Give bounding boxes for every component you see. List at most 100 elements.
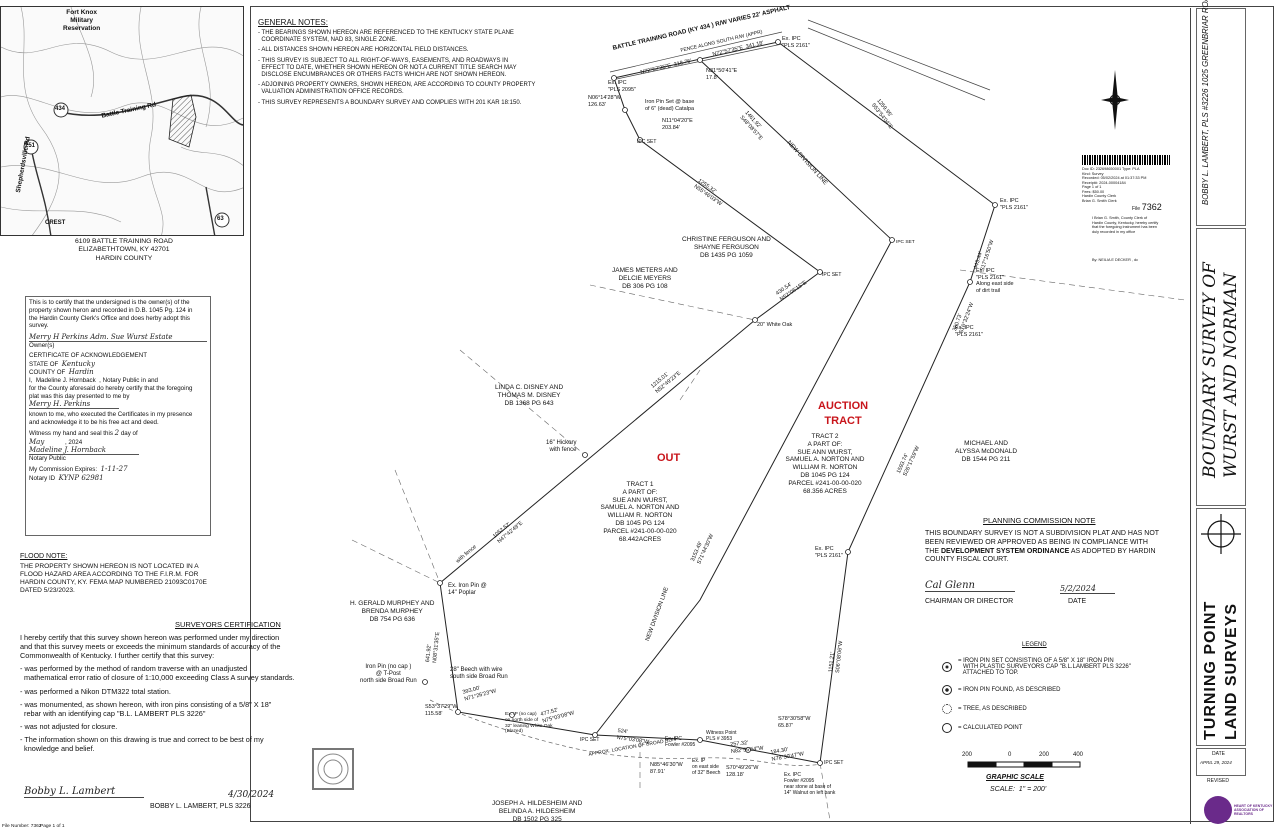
realtor-logo-icon <box>1204 796 1232 824</box>
scale-tick-2: 200 <box>1039 752 1050 758</box>
surveyor-item-5: - The information shown on this drawing … <box>20 734 264 754</box>
recording-stamp: Doc ID: 232698650001 Type: PLA Kind: Sur… <box>1082 155 1170 212</box>
callout-ipc-2161-mid: Ex. IPC "PLS 2161" <box>815 546 844 559</box>
note-5: - THIS SURVEY REPRESENTS A BOUNDARY SURV… <box>258 99 522 106</box>
file-row: File 7362 <box>1132 202 1162 213</box>
date-value: APRIL 29, 2024 <box>1200 760 1232 765</box>
callout-n31: N31°50'41"E 17.8' <box>706 68 738 81</box>
planning-text-1: THIS BOUNDARY SURVEY IS NOT A SUBDIVISIO… <box>925 530 1160 555</box>
crest-label: CREST <box>45 220 66 226</box>
ack-title: CERTIFICATE OF ACKNOWLEDGEMENT <box>29 351 148 359</box>
property-outline <box>168 94 197 148</box>
state-value: Kentucky <box>61 359 95 368</box>
planning-text-2: AS ADOPTED BY HARDIN COUNTY FISCAL COURT… <box>925 547 1156 564</box>
fort-knox-label: Fort Knox Military Reservation <box>63 9 101 32</box>
surveyor-signature: Bobby L. Lambert <box>24 786 144 798</box>
revised-label: REVISED <box>1207 778 1229 784</box>
legend-row-ipf: = IRON PIN FOUND, AS DESCRIBED <box>942 684 1182 695</box>
callout-ipc-dirt: Ex. IPC "PLS 2161" Along east side of di… <box>976 268 1014 294</box>
state-row: STATE OF Kentucky <box>29 360 207 369</box>
adjoiner-murphey: H. GERALD MURPHEY AND BRENDA MURPHEY DB … <box>350 600 435 623</box>
callout-ipc-fowler: Ex. IPC Fowler #2095 <box>665 736 696 748</box>
surveyor-item-4: - was not adjusted for closure. <box>20 721 118 731</box>
scale-tick-1: 0 <box>1008 752 1012 758</box>
notary-signature: Madeline J. Hornback <box>29 446 139 456</box>
planning-text: THIS BOUNDARY SURVEY IS NOT A SUBDIVISIO… <box>925 530 1175 565</box>
title-block <box>1190 8 1247 824</box>
day-value: 2 <box>114 428 120 437</box>
legend-tree-text: = TREE, AS DESCRIBED <box>958 705 1027 712</box>
callout-ipc-2161-top: Ex. IPC "PLS 2161" <box>782 36 811 49</box>
legend-row-ipc: = IRON PIN SET CONSISTING OF A 5/8" X 18… <box>942 658 1182 676</box>
seal-svg <box>317 753 349 785</box>
firm-box <box>1196 508 1246 746</box>
route-63-label: 63 <box>217 216 224 222</box>
stamp-text: Doc ID: 232698650001 Type: PLA Kind: Sur… <box>1082 167 1147 203</box>
scale-title: GRAPHIC SCALE <box>986 774 1044 781</box>
surveyor-item-2: - was performed a Nikon DTM322 total sta… <box>20 686 171 696</box>
callout-iron-catalpa: Iron Pin Set @ base of 6" (dead) Catalpa <box>645 99 695 112</box>
adjoiner-disney: LINDA C. DISNEY AND THOMAS M. DISNEY DB … <box>495 384 564 407</box>
scale-ratio: SCALE: 1" = 200' <box>990 786 1047 793</box>
notary-label: Notary Public <box>29 455 66 463</box>
notary-id-value: KYNP 62981 <box>58 473 104 482</box>
day-of-label: day of <box>120 429 138 437</box>
tract-1-label: TRACT 1 A PART OF: SUE ANN WURST, SAMUEL… <box>600 481 680 543</box>
adjoiner-meyers: JAMES METERS AND DELCIE MEYERS DB 306 PG… <box>612 267 678 290</box>
tract-2-label: TRACT 2 A PART OF: SUE ANN WURST, SAMUEL… <box>785 433 865 495</box>
known-text: known to me, who executed the Certificat… <box>29 411 193 426</box>
callout-ex-ip-oak: Ex. IP (no cap) on north side of 32" lea… <box>505 712 553 735</box>
legend-row-calc: = CALCULATED POINT <box>942 722 1182 733</box>
graphic-scale-bar <box>967 761 1081 768</box>
callout-fowler-2: Ex. IPC Fowler #2095 near stone at base … <box>784 772 836 796</box>
witness-label: Witness my hand and seal this <box>29 429 113 437</box>
callout-ipc-set-3: IPC SET <box>580 737 600 743</box>
date-box <box>1196 748 1246 776</box>
surveyor-name: BOBBY L. LAMBERT, PLS 3226 <box>150 803 251 810</box>
firm-name: TURNING POINT LAND SURVEYS <box>1202 600 1240 740</box>
planning-bold: DEVELOPMENT SYSTEM ORDINANCE <box>940 547 1070 555</box>
clerk-note: I Brian G. Smith, County Clerk of Hardin… <box>1092 216 1159 235</box>
note-3: - THIS SURVEY IS SUBJECT TO ALL RIGHT-OF… <box>258 57 517 78</box>
monuments <box>422 39 998 766</box>
legend-title: LEGEND <box>1022 642 1047 648</box>
iron-pin-found-icon <box>942 684 952 695</box>
legend-ipc-text: = IRON PIN SET CONSISTING OF A 5/8" X 18… <box>958 657 1131 676</box>
calculated-point-icon <box>942 722 952 733</box>
route-251-label: 251 <box>25 143 36 149</box>
route-434-label: 434 <box>55 106 66 112</box>
chair-signature: Cal Glenn <box>925 580 1015 592</box>
surveyor-info-box <box>1196 8 1246 226</box>
commission-value: 1-11-27 <box>100 465 128 473</box>
surveyor-intro: I hereby certify that this survey shown … <box>20 633 281 661</box>
tree-icon <box>942 703 952 714</box>
adjoiner-lines <box>351 269 1186 821</box>
commission-row: My Commission Expires: 1-11-27 <box>29 465 207 474</box>
vicinity-map-svg <box>1 7 243 235</box>
file-label: File <box>1132 206 1141 212</box>
out-label: OUT <box>657 452 681 464</box>
planning-date-label: DATE <box>1068 598 1087 605</box>
presenter-signature: Merry H. Perkins <box>29 400 119 410</box>
crosshair-logo-icon <box>1201 514 1241 554</box>
county-value: Hardin <box>68 368 94 377</box>
callout-ipc-set-5: IPC SET <box>896 240 915 245</box>
planning-date-value: 5/2/2024 <box>1060 584 1115 594</box>
adjoiner-mcdonald: MICHAEL AND ALYSSA McDONALD DB 1544 PG 2… <box>955 440 1018 463</box>
note-1: - THE BEARINGS SHOWN HEREON ARE REFERENC… <box>258 30 514 44</box>
callout-s53: S53°37'29"W 115.58' <box>425 704 458 717</box>
auction-tract-label: AUCTION TRACT <box>818 400 869 428</box>
adjoiner-hildesheim: JOSEPH A. HILDESHEIM AND BELINDA A. HILD… <box>492 800 583 823</box>
note-2: - ALL DISTANCES SHOWN HEREON ARE HORIZON… <box>258 47 469 54</box>
callout-ipc-2095: Ex. IPC "PLS 2095" <box>608 80 637 93</box>
footer-file-number: File Number: 7362 <box>2 824 42 829</box>
planning-title: PLANNING COMMISSION NOTE <box>983 516 1096 525</box>
callout-beech: 28" Beech with wire south side Broad Run <box>450 667 508 681</box>
surveyor-cert-title: SURVEYORS CERTIFICATION <box>175 620 281 629</box>
month-row: May , 2024 <box>29 438 207 447</box>
flood-note-title: FLOOD NOTE: <box>20 553 68 560</box>
county-row: COUNTY OF Hardin <box>29 368 207 377</box>
callout-s70: S70°49'26"W 128.18' <box>726 765 759 778</box>
road-lines <box>609 19 991 101</box>
